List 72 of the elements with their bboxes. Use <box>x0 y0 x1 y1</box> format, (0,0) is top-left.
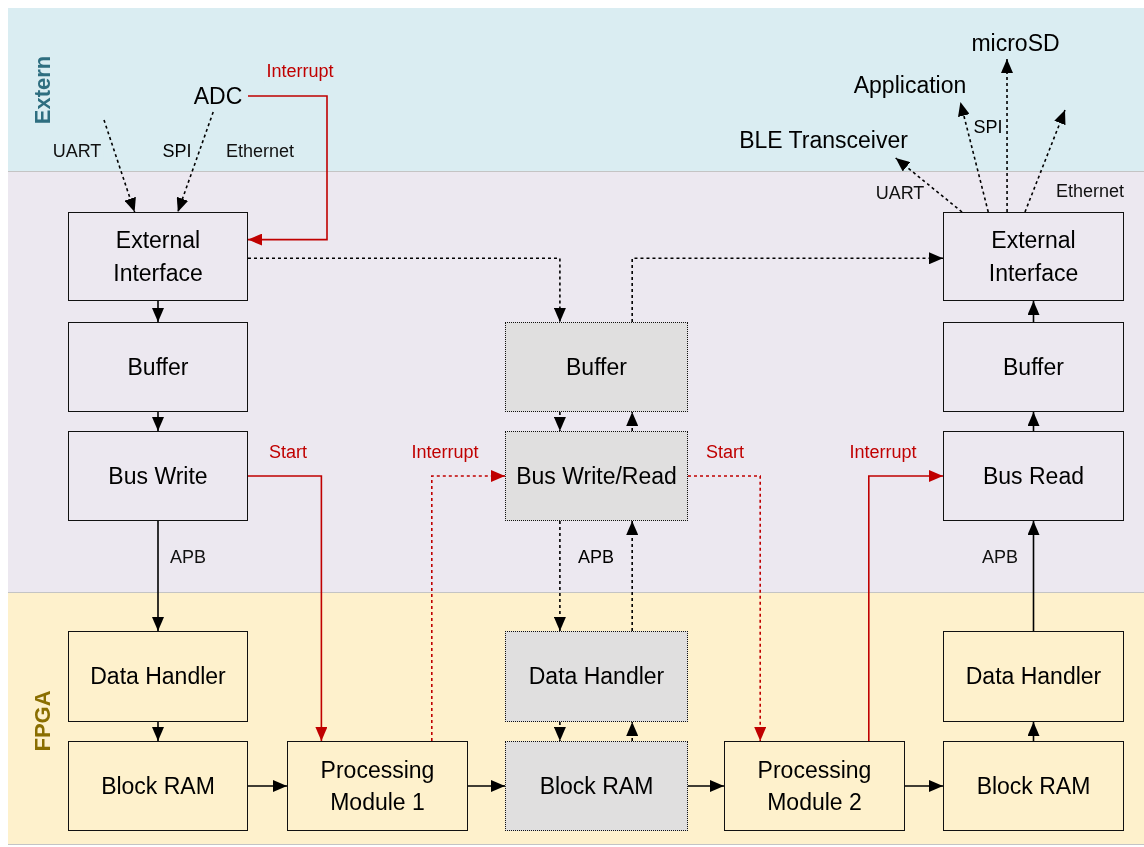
arrow <box>1027 411 1040 432</box>
arrow <box>631 252 944 323</box>
process-box <box>943 631 1124 722</box>
arrow <box>103 119 136 213</box>
device-label: BLE Transceiver <box>726 122 921 158</box>
arrow <box>626 721 639 742</box>
box-label: Buffer <box>1003 352 1064 382</box>
arrow <box>152 520 164 632</box>
process-box <box>68 631 248 722</box>
box-label: Bus Read <box>983 461 1084 491</box>
box-label: Bus Write/Read <box>516 461 677 491</box>
arrow <box>247 257 566 323</box>
arrow <box>626 411 639 432</box>
arrow <box>958 101 990 213</box>
layer-label: Extern <box>30 55 56 125</box>
arrow <box>176 111 214 213</box>
arrow <box>553 411 566 432</box>
box-label: Data Handler <box>965 662 1102 692</box>
arrow <box>868 470 944 742</box>
box-label: Block RAM <box>976 771 1091 801</box>
device-label: ADC <box>188 80 248 112</box>
arrow <box>904 780 944 792</box>
arrow <box>247 475 328 742</box>
arrow <box>431 470 506 742</box>
device-label: Application <box>838 68 982 102</box>
box-label: Block RAM <box>539 771 654 801</box>
arrow <box>1027 721 1040 742</box>
layer-band <box>8 172 1144 593</box>
process-box <box>943 322 1124 412</box>
process-box <box>68 431 248 521</box>
arrow <box>553 721 566 742</box>
process-box <box>724 741 905 831</box>
process-box <box>505 322 688 412</box>
box-label: Processing Module 1 <box>319 755 436 817</box>
box-label: Buffer <box>566 352 627 382</box>
arrow <box>247 95 328 246</box>
arrow <box>1027 520 1040 632</box>
arrow <box>1001 58 1013 213</box>
arrow <box>152 300 164 323</box>
box-label: Buffer <box>127 352 189 382</box>
device-label: microSD <box>963 27 1068 59</box>
arrow <box>152 721 164 742</box>
arrow <box>1027 300 1040 323</box>
arrow <box>894 157 963 213</box>
layer-band <box>8 8 1144 172</box>
arrow <box>626 520 639 632</box>
arrow <box>467 780 506 792</box>
box-label: External Interface <box>112 226 204 288</box>
arrow <box>152 411 164 432</box>
arrow <box>687 780 725 792</box>
process-box <box>943 431 1124 521</box>
box-label: Processing Module 2 <box>756 755 873 817</box>
box-label: Block RAM <box>101 771 215 801</box>
process-box <box>943 212 1124 301</box>
process-box <box>68 741 248 831</box>
layer-band <box>8 593 1144 845</box>
box-label: Data Handler <box>90 662 226 692</box>
process-box <box>505 431 688 521</box>
box-label: Bus Write <box>108 461 208 491</box>
layer-label: FPGA <box>30 690 56 752</box>
process-box <box>943 741 1124 831</box>
arrow <box>687 475 767 742</box>
process-box <box>505 741 688 831</box>
box-label: External Interface <box>987 226 1080 288</box>
arrow <box>1024 109 1066 213</box>
arrow <box>553 520 566 632</box>
process-box <box>505 631 688 722</box>
arrow <box>247 780 288 792</box>
box-label: Data Handler <box>528 662 665 692</box>
process-box <box>68 212 248 301</box>
process-box <box>287 741 468 831</box>
process-box <box>68 322 248 412</box>
